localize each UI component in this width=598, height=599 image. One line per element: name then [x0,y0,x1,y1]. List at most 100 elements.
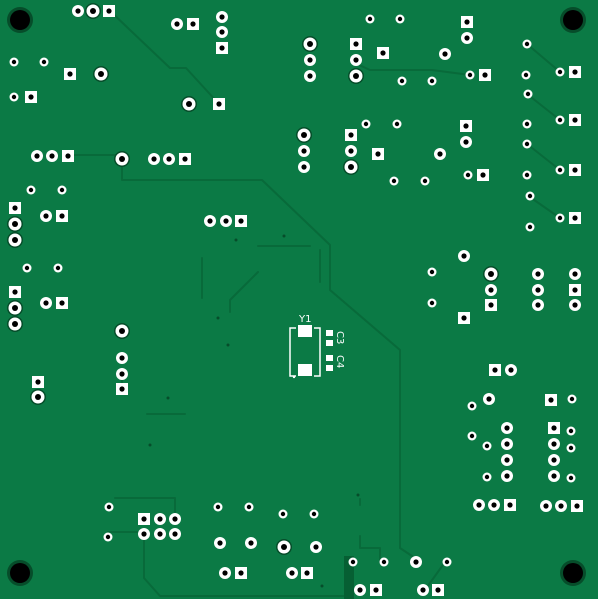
square-pad [116,383,128,395]
round-pad [216,11,228,23]
via-pad [566,443,576,453]
square-pad [345,129,357,141]
mounting-hole [563,563,583,583]
square-pad [9,202,21,214]
mounting-hole [563,10,583,30]
pads [7,3,583,596]
via-pad [26,185,36,195]
square-pad [504,499,516,511]
via-pad [523,89,533,99]
round-pad [72,5,84,17]
round-pad [40,210,52,222]
via [216,316,220,320]
round-pad [296,127,312,143]
round-pad [410,556,422,568]
round-pad [138,528,150,540]
round-pad [148,153,160,165]
round-pad [116,352,128,364]
square-pad [479,69,491,81]
via-pad [555,165,565,175]
square-pad [489,364,501,376]
vias [148,234,360,588]
trace [229,271,259,313]
trace [121,159,401,549]
via-pad [465,70,475,80]
round-pad [569,299,581,311]
via-pad [53,263,63,273]
via-pad [103,532,113,542]
via-pad [389,176,399,186]
mounting-holes [7,7,586,586]
square-pad [571,500,583,512]
round-pad [214,537,226,549]
square-pad [56,297,68,309]
square-pad [460,120,472,132]
ground-pour-strip [344,556,354,599]
round-pad [114,323,130,339]
round-pad [154,528,166,540]
via-pad [525,191,535,201]
via-pad [9,92,19,102]
round-pad [532,268,544,280]
crystal-pad [298,364,312,376]
square-pad [350,38,362,50]
trace [108,9,220,105]
square-pad [138,513,150,525]
round-pad [220,215,232,227]
round-pad [169,513,181,525]
via [226,343,230,347]
round-pad [163,153,175,165]
round-pad [483,393,495,405]
square-pad [461,16,473,28]
via-pad [522,139,532,149]
round-pad [7,232,23,248]
round-pad [216,26,228,38]
round-pad [501,454,513,466]
via-pad [397,76,407,86]
via-pad [348,557,358,567]
cap-pad [326,365,333,371]
round-pad [114,151,130,167]
trace [526,43,561,73]
via-pad [9,57,19,67]
round-pad [30,389,46,405]
round-pad [488,499,500,511]
via-pad [309,509,319,519]
square-pad [301,567,313,579]
via-pad [467,431,477,441]
round-pad [286,567,298,579]
round-pad [501,422,513,434]
square-pad [25,91,37,103]
round-pad [354,584,366,596]
c3-label: C3 [334,331,345,344]
round-pad [501,470,513,482]
round-pad [298,161,310,173]
y1-label: Y1 [298,314,311,325]
square-pad [569,114,581,126]
round-pad [548,470,560,482]
via-pad [482,441,492,451]
via [356,493,360,497]
round-pad [461,32,473,44]
copper-traces [65,9,561,597]
square-pad [103,5,115,17]
via-pad [463,170,473,180]
square-pad [32,376,44,388]
via-pad [361,119,371,129]
pin1-dot [292,375,296,379]
round-pad [555,500,567,512]
via-pad [567,394,577,404]
via [166,396,170,400]
round-pad [171,18,183,30]
round-pad [483,266,499,282]
via-pad [57,185,67,195]
round-pad [85,3,101,19]
square-pad [372,148,384,160]
via [282,234,286,238]
round-pad [40,297,52,309]
via-pad [522,119,532,129]
square-pad [432,584,444,596]
capacitor-c4: C4 [326,355,345,371]
round-pad [485,284,497,296]
square-pad [485,299,497,311]
